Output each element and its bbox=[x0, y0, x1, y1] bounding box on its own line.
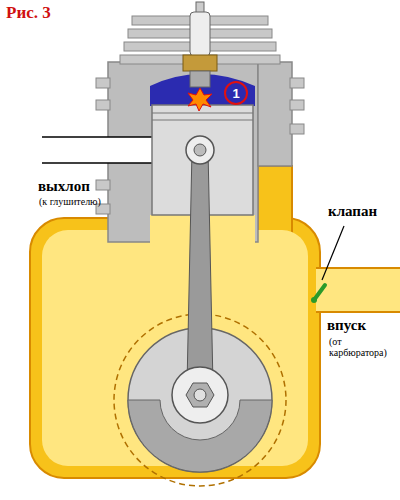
port-note: (от карбюратора) bbox=[329, 337, 395, 358]
valve-leader-line bbox=[322, 226, 344, 280]
connecting-rod-part bbox=[186, 383, 214, 407]
intake-pipe-part bbox=[316, 311, 400, 313]
spark-plug bbox=[183, 2, 217, 87]
figure-title: Рис. 3 bbox=[6, 4, 51, 22]
connecting-rod-part bbox=[186, 136, 214, 164]
intake-pipe bbox=[316, 268, 400, 312]
cylinder-part bbox=[258, 62, 292, 166]
part-label: клапан bbox=[328, 204, 377, 220]
port-label: впуск bbox=[327, 318, 366, 334]
spark-plug-part bbox=[190, 71, 210, 87]
port-label: выхлоп bbox=[38, 179, 90, 195]
connecting-rod-part bbox=[194, 144, 206, 156]
exhaust-port bbox=[42, 137, 152, 163]
cylinder-part bbox=[290, 100, 304, 110]
cylinder-part bbox=[96, 100, 110, 110]
port-note: (к глушителю) bbox=[39, 197, 101, 208]
connecting-rod-part bbox=[172, 367, 228, 423]
cylinder-part bbox=[290, 124, 304, 134]
exhaust-port-part bbox=[42, 162, 152, 164]
connecting-rod-part bbox=[194, 389, 206, 401]
intake-valve-part bbox=[311, 297, 317, 303]
callout-number: 1 bbox=[232, 87, 239, 100]
intake-valve bbox=[311, 285, 325, 303]
piston-part bbox=[152, 113, 253, 114]
exhaust-port-part bbox=[42, 136, 152, 138]
piston-part bbox=[152, 120, 253, 121]
cylinder-part bbox=[290, 78, 304, 88]
intake-pipe-part bbox=[316, 268, 400, 312]
intake-pipe-part bbox=[316, 267, 400, 269]
connecting-rod bbox=[172, 136, 228, 423]
cylinder-part bbox=[96, 180, 110, 190]
cylinder-part bbox=[96, 78, 110, 88]
cylinder-part bbox=[106, 137, 152, 163]
connecting-rod-part bbox=[187, 150, 213, 385]
spark bbox=[188, 88, 212, 111]
spark-plug-part bbox=[190, 12, 210, 56]
callout-circle: 1 bbox=[224, 81, 248, 105]
spark-plug-part bbox=[183, 55, 217, 71]
